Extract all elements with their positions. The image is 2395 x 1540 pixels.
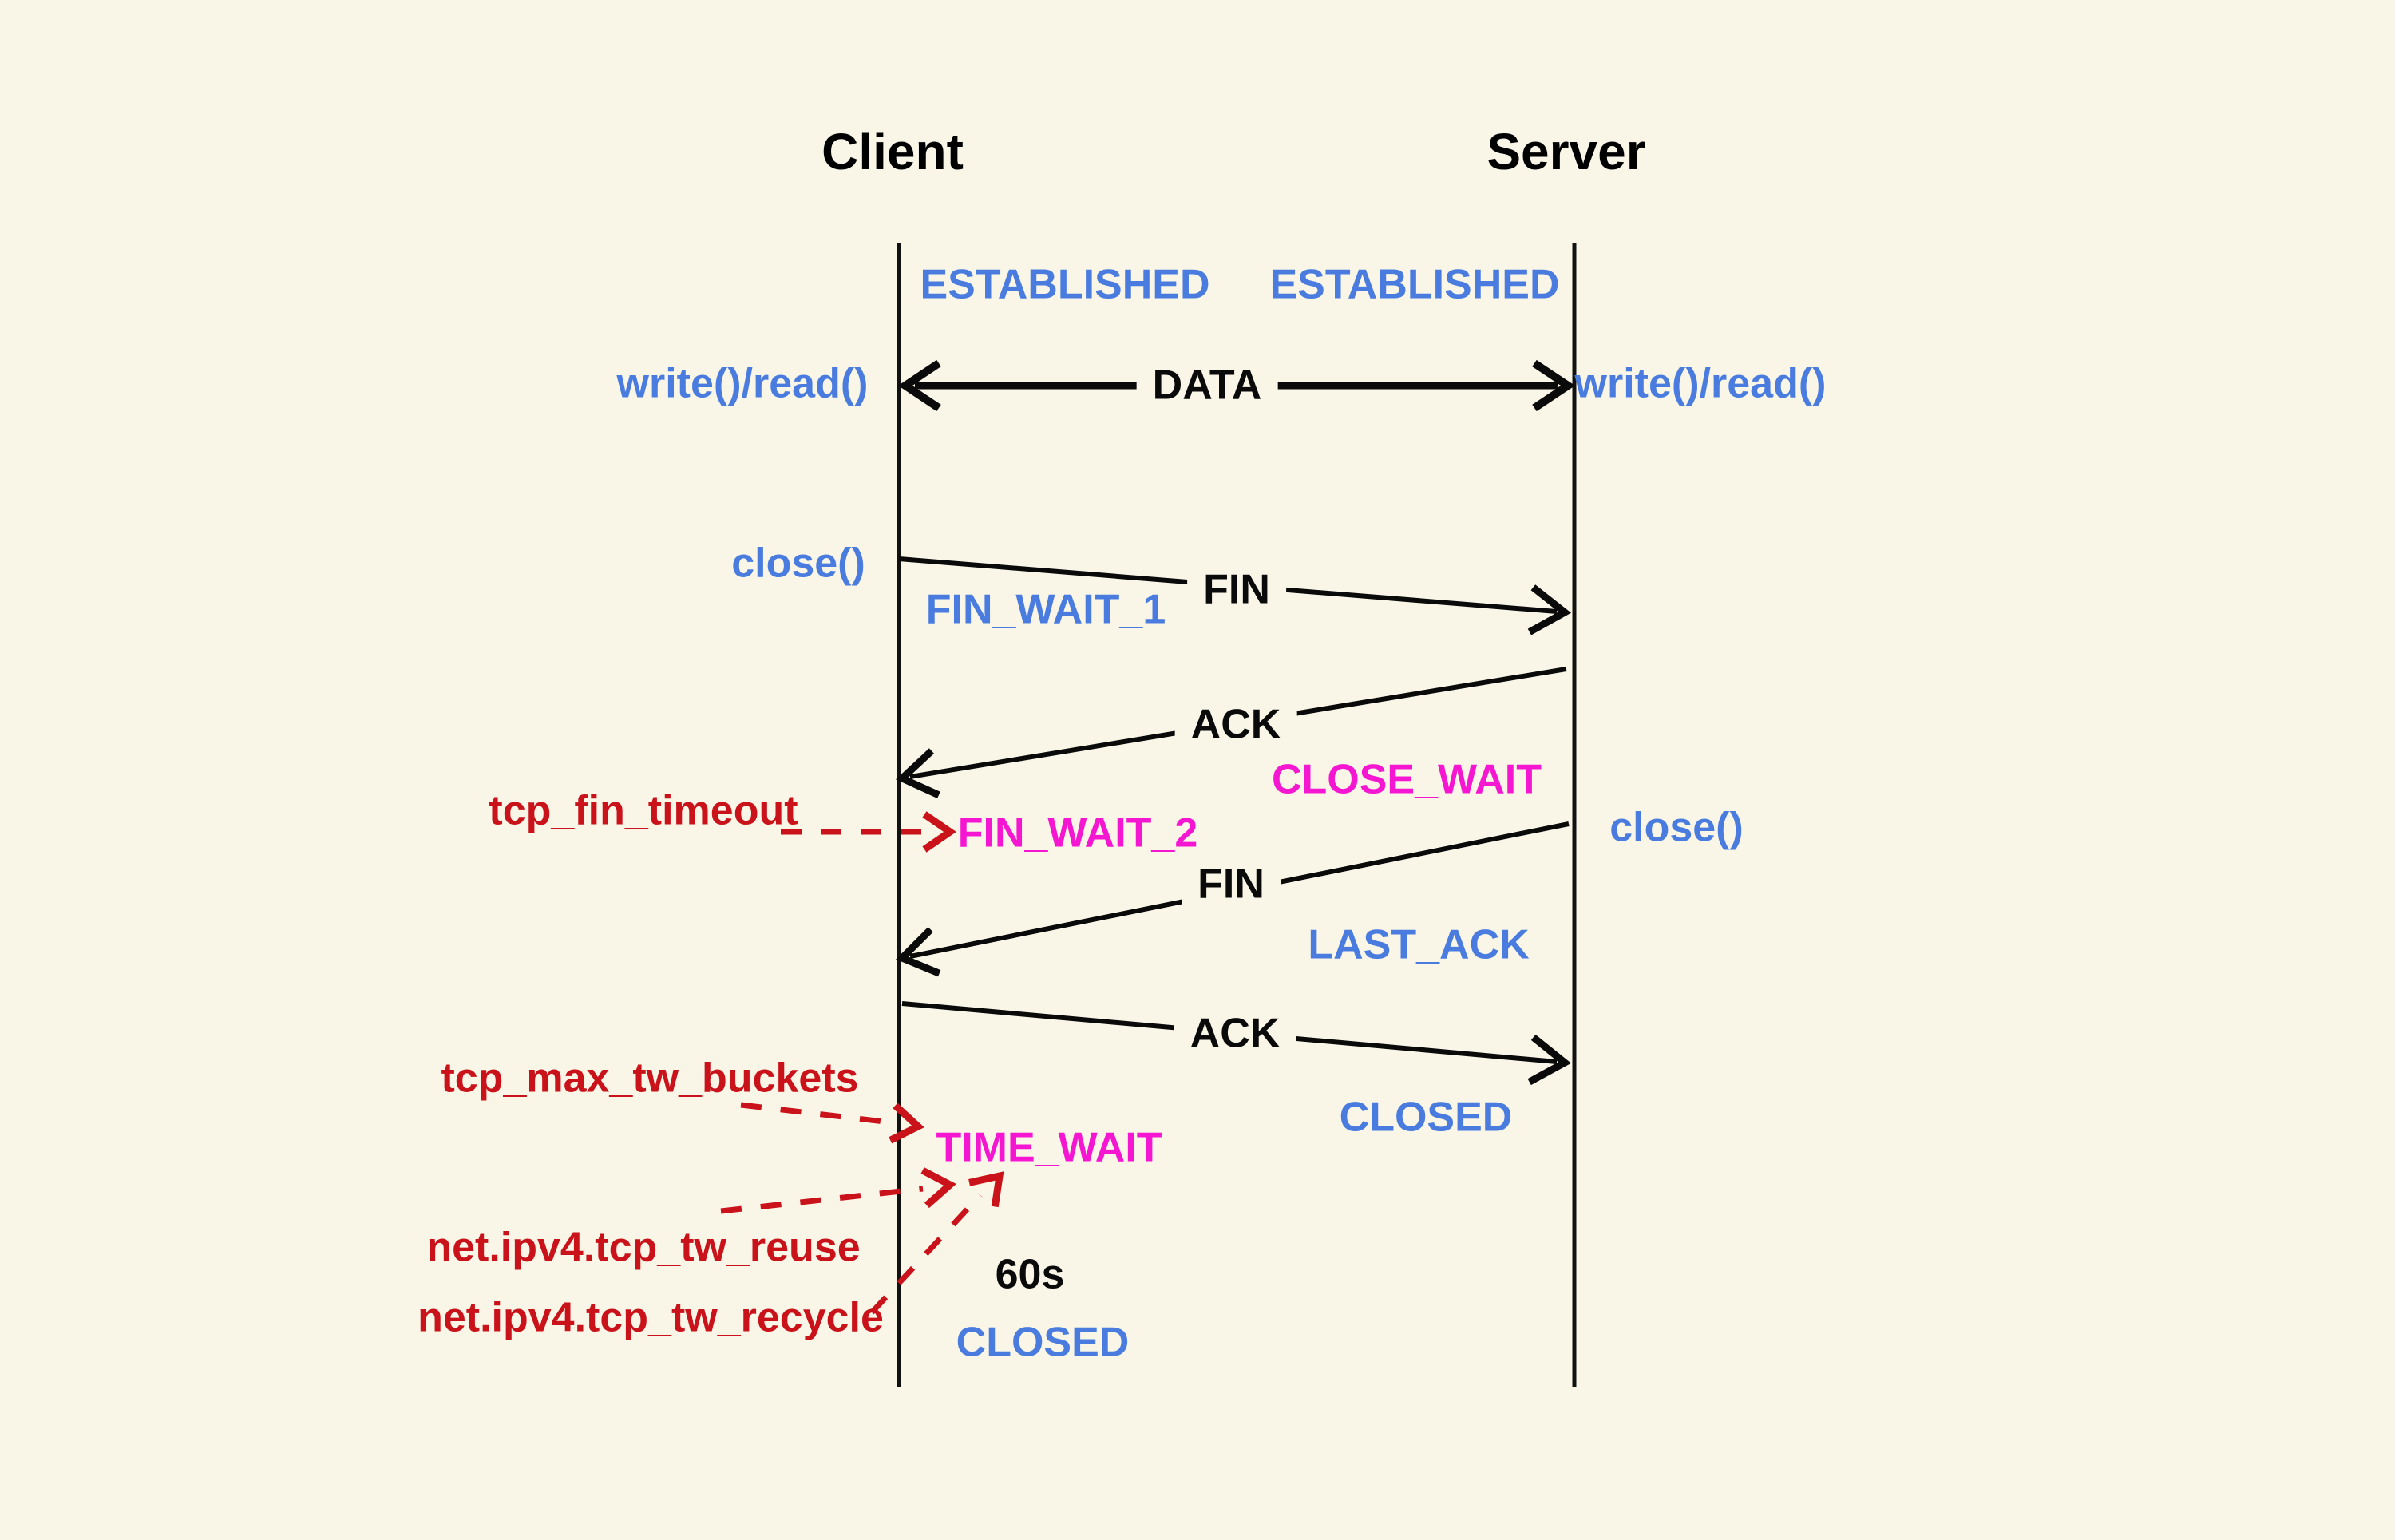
annotation-tcp-fin-timeout: tcp_fin_timeout — [489, 787, 798, 834]
tcp-tw-reuse-arrowhead — [920, 1167, 956, 1209]
tcp-tw-recycle-arrowhead — [968, 1171, 1004, 1208]
state-closed-client: CLOSED — [956, 1319, 1130, 1366]
message-data-label: DATA — [1136, 362, 1278, 409]
message-ack1-label: ACK — [1174, 702, 1297, 748]
state-closed-server: CLOSED — [1339, 1094, 1513, 1141]
message-fin1-label: FIN — [1187, 567, 1286, 613]
annotation-time-wait-duration: 60s — [995, 1251, 1065, 1298]
annotation-tcp-tw-recycle: net.ipv4.tcp_tw_recycle — [418, 1294, 884, 1341]
state-fin-wait-2: FIN_WAIT_2 — [957, 810, 1198, 857]
client-title: Client — [821, 122, 964, 180]
annotation-tcp-max-tw-buckets: tcp_max_tw_buckets — [441, 1055, 859, 1102]
state-established-client: ESTABLISHED — [920, 261, 1210, 308]
tcp-tw-reuse-dashed-line — [720, 1186, 924, 1214]
state-time-wait: TIME_WAIT — [936, 1124, 1162, 1171]
fin2-arrowhead — [896, 927, 941, 977]
state-fin-wait-1: FIN_WAIT_1 — [925, 586, 1166, 633]
message-ack2-label: ACK — [1174, 1011, 1296, 1057]
tcp-max-tw-buckets-arrowhead — [889, 1103, 924, 1144]
call-close-client: close() — [731, 540, 865, 587]
tcp-fin-timeout-arrowhead — [922, 811, 956, 853]
call-write-read-client: write()/read() — [616, 360, 869, 407]
tcp-tw-recycle-dashed-line — [869, 1193, 983, 1315]
fin1-arrowhead — [1527, 584, 1572, 635]
data-arrowhead-left — [897, 359, 941, 412]
message-fin2-label: FIN — [1182, 861, 1281, 908]
state-established-server: ESTABLISHED — [1269, 261, 1560, 308]
ack1-arrowhead — [895, 748, 940, 798]
ack2-arrowhead — [1527, 1034, 1572, 1086]
state-close-wait: CLOSE_WAIT — [1271, 756, 1542, 803]
state-last-ack: LAST_ACK — [1308, 921, 1530, 968]
call-write-read-server: write()/read() — [1574, 360, 1827, 407]
data-arrowhead-right — [1532, 359, 1576, 412]
server-title: Server — [1486, 122, 1646, 180]
call-close-server: close() — [1609, 804, 1744, 851]
tcp-max-tw-buckets-dashed-line — [740, 1102, 892, 1126]
annotation-tcp-tw-reuse: net.ipv4.tcp_tw_reuse — [426, 1224, 861, 1271]
